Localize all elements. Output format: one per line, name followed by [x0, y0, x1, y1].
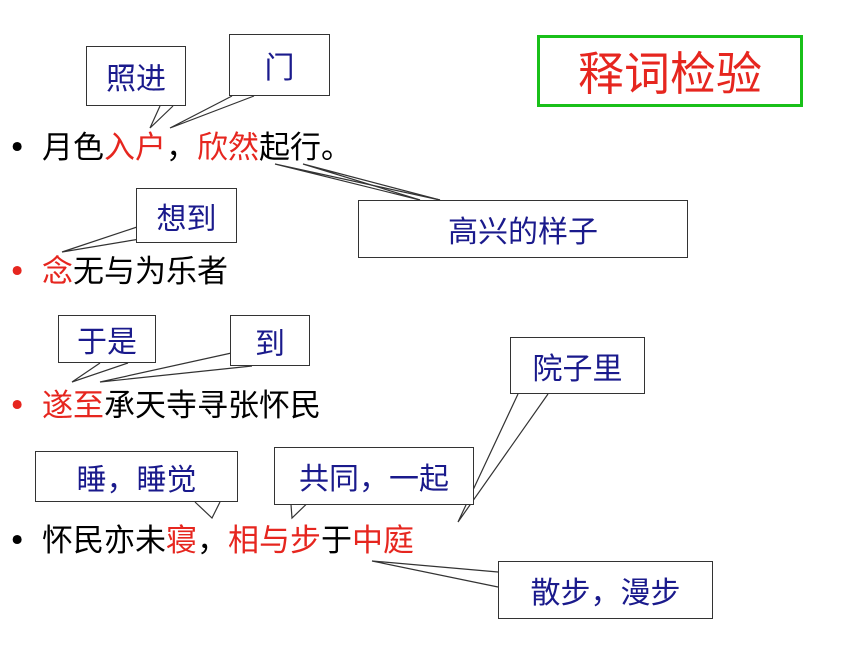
seg-1-5: 起行。 [259, 130, 352, 166]
seg-1-4: 欣然 [197, 130, 259, 166]
page-title: 释词检验 [537, 35, 803, 107]
leader-shuijiao [194, 501, 221, 519]
callout-gongtong: 共同，一起 [274, 447, 474, 505]
line-4: • 怀民亦未寝，相与步于中庭 [8, 521, 414, 561]
seg-2-2: 无与为乐者 [73, 254, 228, 290]
seg-1-2: 入户 [104, 130, 166, 166]
seg-4-3: ， [197, 523, 228, 559]
leader-zhaojin [149, 105, 174, 129]
callout-yuanzili: 院子里 [510, 337, 645, 394]
seg-3-2: 承天寺寻张怀民 [104, 388, 321, 424]
bullet-4: • [8, 523, 27, 559]
line-3: • 遂至承天寺寻张怀民 [8, 386, 321, 426]
leader-sanbu [371, 560, 499, 588]
seg-4-5: 于 [321, 523, 352, 559]
callout-sanbu: 散步，漫步 [498, 561, 713, 619]
callout-dao: 到 [230, 315, 310, 366]
bullet-2: • [8, 254, 27, 290]
seg-4-6: 中庭 [352, 523, 414, 559]
bullet-3: • [8, 388, 27, 424]
seg-1-3: ， [166, 130, 197, 166]
bullet-1: • [8, 130, 27, 166]
leader-gaoxing-b [302, 163, 441, 201]
seg-3-1: 遂至 [42, 388, 104, 424]
callout-yushi: 于是 [58, 315, 156, 363]
seg-1-1: 月色 [42, 130, 104, 166]
line-1: • 月色入户，欣然起行。 [8, 128, 352, 168]
seg-4-1: 怀民亦未 [42, 523, 166, 559]
seg-4-2: 寝 [166, 523, 197, 559]
leader-men [169, 95, 255, 129]
seg-2-1: 念 [42, 254, 73, 290]
callout-shuijiao: 睡，睡觉 [35, 451, 238, 502]
callout-men: 门 [229, 34, 330, 96]
callout-xiangdao: 想到 [136, 188, 237, 243]
leader-yuanzili [457, 393, 549, 523]
leader-dao [99, 351, 253, 383]
line-2: • 念无与为乐者 [8, 252, 228, 292]
callout-gaoxing: 高兴的样子 [358, 200, 688, 258]
leader-yushi [71, 362, 129, 383]
leader-gaoxing-a [274, 163, 441, 201]
leader-xiangdao [61, 225, 141, 253]
callout-zhaojin: 照进 [86, 46, 186, 106]
seg-4-4: 相与步 [228, 523, 321, 559]
